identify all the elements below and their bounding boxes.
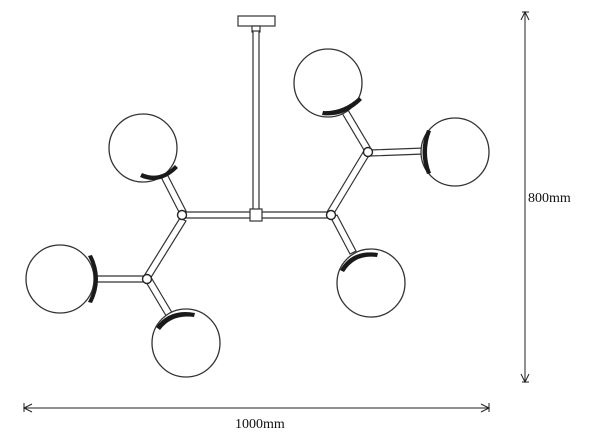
globe-cap xyxy=(422,130,431,174)
globe-lower-left xyxy=(151,308,221,378)
right-lower-branch-rod xyxy=(330,214,357,255)
ceiling-canopy xyxy=(237,15,276,27)
ceiling-mount xyxy=(237,15,276,214)
left-diagonal-rod xyxy=(143,217,187,280)
height-dimension xyxy=(520,10,530,384)
right-arm xyxy=(326,109,425,255)
joint-knobs xyxy=(141,146,374,285)
globe-cap xyxy=(88,255,98,303)
globe-upper-left xyxy=(108,113,178,183)
center-junction xyxy=(249,208,263,222)
main-bar-left xyxy=(183,211,253,219)
joint-knob xyxy=(325,209,337,221)
globe-cap xyxy=(140,165,178,180)
joint-knob xyxy=(176,209,188,221)
joint-knob xyxy=(362,146,374,158)
width-dimension xyxy=(22,403,491,413)
globe-cap xyxy=(340,252,378,272)
main-frame xyxy=(183,208,330,222)
joint-knob xyxy=(141,273,153,285)
drop-rod xyxy=(252,30,260,214)
globe-left xyxy=(25,244,98,314)
left-upper-branch-rod xyxy=(159,171,187,215)
right-upper-branch-rod xyxy=(341,109,371,151)
globe-lower-right xyxy=(336,248,406,318)
right-branch-rod xyxy=(369,147,425,157)
globe-right xyxy=(420,117,490,187)
left-branch-rod xyxy=(93,275,147,283)
right-diagonal-rod xyxy=(326,148,372,216)
left-arm xyxy=(93,171,187,320)
globe-cap xyxy=(156,311,195,330)
height-dimension-label: 800mm xyxy=(528,191,571,206)
globe-cap xyxy=(322,97,362,116)
main-bar-right xyxy=(260,211,330,219)
globe-upper-right xyxy=(293,48,363,118)
width-dimension-label: 1000mm xyxy=(235,417,285,432)
